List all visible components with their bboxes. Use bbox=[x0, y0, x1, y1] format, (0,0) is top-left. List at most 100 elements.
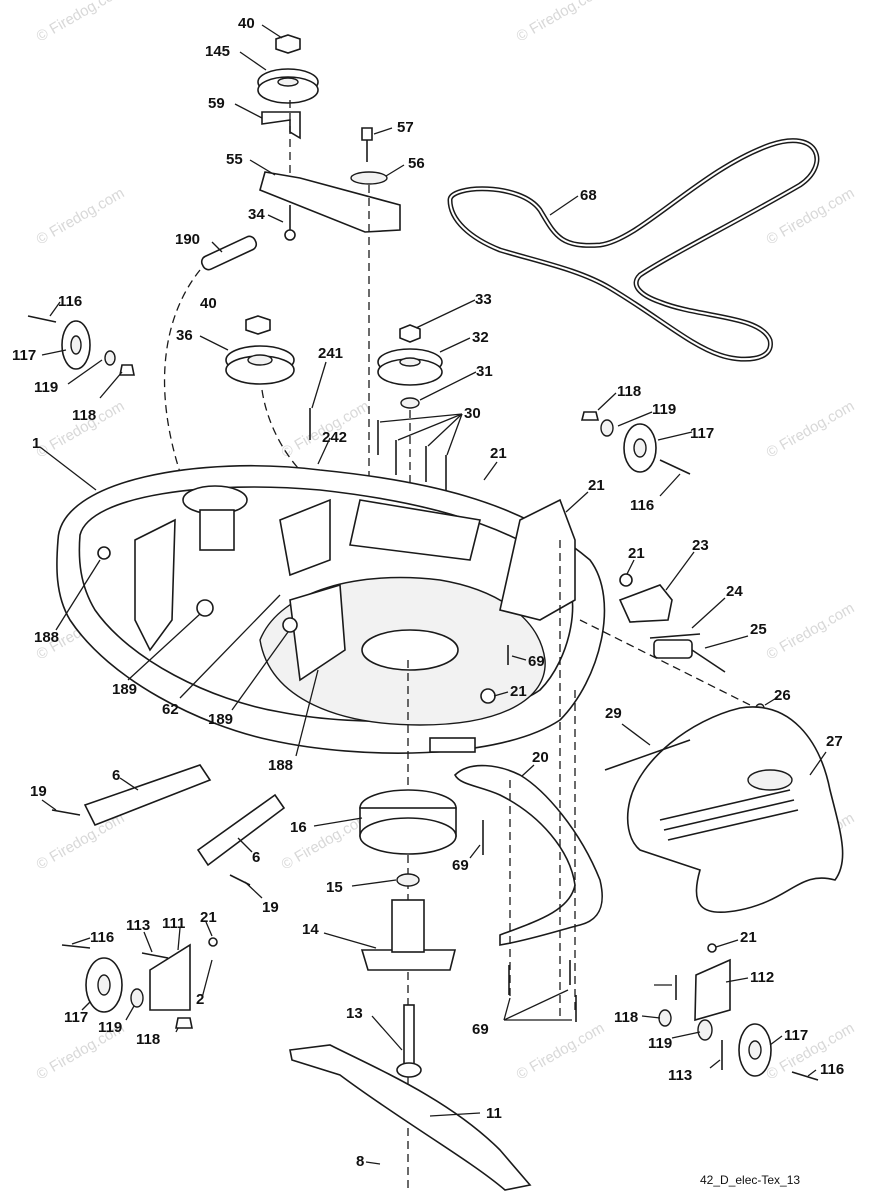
callout-29: 29 bbox=[605, 705, 622, 722]
leader bbox=[313, 817, 363, 827]
callout-40: 40 bbox=[200, 295, 217, 312]
leader bbox=[617, 411, 653, 427]
pulley-hub bbox=[247, 354, 273, 366]
callout-117: 117 bbox=[64, 1009, 88, 1026]
leader bbox=[397, 413, 463, 441]
leader bbox=[244, 881, 263, 899]
hanger-bracket-part-6-b bbox=[196, 793, 286, 886]
callout-57: 57 bbox=[397, 119, 414, 136]
callout-59: 59 bbox=[208, 95, 225, 112]
nut-part-33 bbox=[399, 324, 421, 343]
leader bbox=[725, 977, 749, 983]
leader bbox=[469, 844, 481, 859]
callout-119: 119 bbox=[34, 379, 58, 396]
callout-68: 68 bbox=[580, 187, 597, 204]
callout-21: 21 bbox=[510, 683, 527, 700]
callout-119: 119 bbox=[648, 1035, 672, 1052]
callout-36: 36 bbox=[176, 327, 193, 344]
leader bbox=[239, 51, 267, 71]
leader bbox=[127, 613, 201, 681]
leader bbox=[231, 631, 289, 711]
leader bbox=[565, 491, 589, 513]
washer-part-56 bbox=[350, 171, 388, 185]
callout-21: 21 bbox=[740, 929, 757, 946]
callout-2: 2 bbox=[196, 991, 204, 1008]
callout-189: 189 bbox=[112, 681, 137, 698]
leader bbox=[317, 437, 331, 465]
callout-26: 26 bbox=[774, 687, 791, 704]
leader bbox=[261, 24, 283, 39]
spindle-housing-base-part-14 bbox=[360, 949, 457, 971]
leader bbox=[621, 723, 651, 746]
nut-part-40b bbox=[245, 315, 271, 335]
leader bbox=[199, 335, 229, 351]
leader bbox=[267, 214, 284, 223]
bolt-part-19 bbox=[51, 809, 81, 816]
wheel-hub bbox=[70, 335, 82, 355]
deck-spindle-housing bbox=[199, 509, 235, 551]
watermark: © Firedog.com bbox=[34, 809, 128, 873]
callout-188: 188 bbox=[268, 757, 293, 774]
leader bbox=[769, 1035, 783, 1046]
pulley-part-145-rim bbox=[257, 76, 319, 104]
leader bbox=[323, 932, 377, 949]
leader bbox=[41, 349, 67, 356]
leader bbox=[179, 594, 281, 699]
callout-118: 118 bbox=[136, 1031, 160, 1048]
nut-part-189 bbox=[196, 599, 214, 617]
spring-part-190 bbox=[163, 235, 258, 501]
callout-19: 19 bbox=[262, 899, 279, 916]
nut-part-189b bbox=[282, 617, 298, 633]
leader bbox=[365, 1161, 381, 1165]
leader bbox=[49, 301, 61, 317]
leader bbox=[119, 777, 139, 791]
leader bbox=[234, 103, 263, 119]
chute-body bbox=[626, 706, 844, 914]
watermark: © Firedog.com bbox=[514, 0, 608, 45]
callout-117: 117 bbox=[784, 1027, 808, 1044]
leader bbox=[201, 959, 213, 999]
hanger-bracket bbox=[83, 764, 212, 827]
callout-69: 69 bbox=[452, 857, 469, 874]
callout-116: 116 bbox=[58, 293, 82, 310]
leader bbox=[351, 879, 397, 887]
callout-16: 16 bbox=[290, 819, 307, 836]
callout-11: 11 bbox=[486, 1105, 502, 1122]
leader bbox=[125, 1005, 135, 1021]
rod-part-29 bbox=[604, 739, 691, 771]
callout-118: 118 bbox=[614, 1009, 638, 1026]
callout-32: 32 bbox=[472, 329, 489, 346]
bolt-part-116 bbox=[791, 1071, 819, 1081]
callout-190: 190 bbox=[175, 231, 200, 248]
leader bbox=[39, 446, 97, 491]
callout-117: 117 bbox=[690, 425, 714, 442]
watermark: © Firedog.com bbox=[764, 397, 858, 461]
leader bbox=[764, 696, 779, 706]
callout-21: 21 bbox=[490, 445, 507, 462]
assembly-line bbox=[579, 619, 761, 711]
watermark: © Firedog.com bbox=[34, 0, 128, 45]
chute-rib bbox=[659, 789, 791, 821]
pulley-hub bbox=[277, 77, 299, 87]
leader bbox=[709, 1059, 721, 1069]
callout-23: 23 bbox=[692, 537, 709, 554]
leader bbox=[379, 413, 463, 423]
deck-front-tab bbox=[429, 737, 476, 753]
callout-69: 69 bbox=[472, 1021, 489, 1038]
leader bbox=[237, 837, 253, 853]
spring-hook bbox=[691, 649, 726, 673]
spring-coil bbox=[200, 235, 258, 271]
blade-part-11 bbox=[289, 1044, 532, 1191]
hanger-bracket bbox=[196, 793, 286, 867]
chute-mount-hardware bbox=[579, 573, 765, 713]
leader bbox=[483, 461, 498, 481]
leader bbox=[311, 361, 327, 409]
bolt-head-part-57 bbox=[361, 127, 373, 141]
hanger-bracket-part-6-a bbox=[51, 764, 212, 827]
callout-113: 113 bbox=[126, 917, 150, 934]
nut-part-188 bbox=[97, 546, 111, 560]
callout-55: 55 bbox=[226, 151, 243, 168]
leader bbox=[177, 927, 181, 951]
callout-116: 116 bbox=[630, 497, 654, 514]
